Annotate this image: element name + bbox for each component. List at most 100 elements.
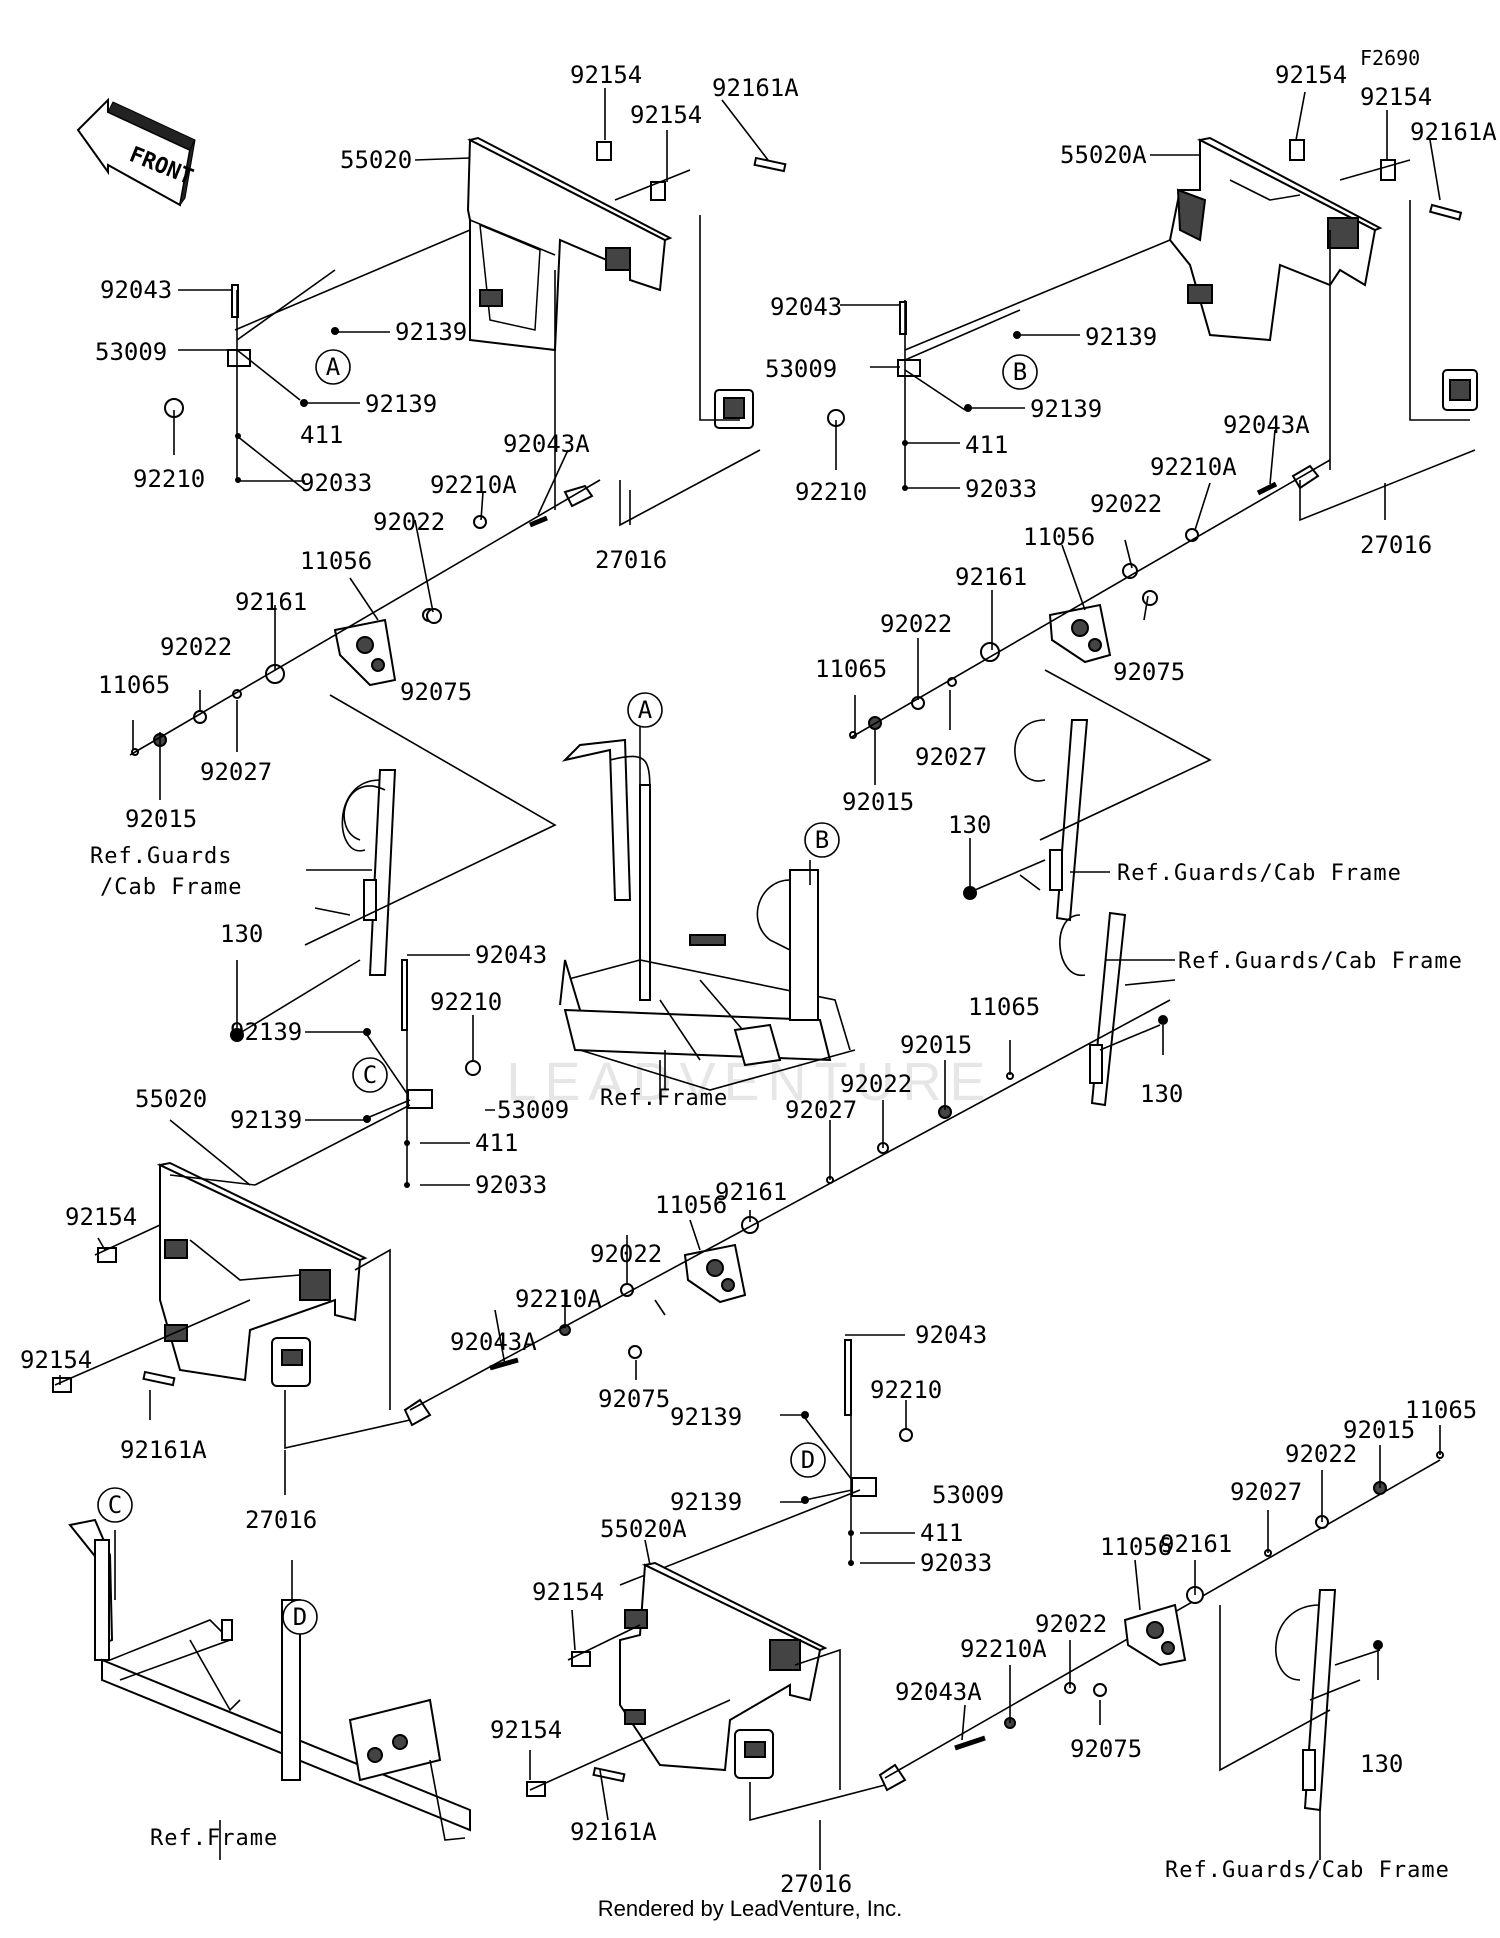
assembly-top-left — [129, 136, 787, 1042]
label-92154: 92154 — [1275, 61, 1347, 89]
callout-A-top-left: A — [315, 349, 351, 385]
label-11056: 11056 — [1100, 1533, 1172, 1561]
label-92161: 92161 — [715, 1178, 787, 1206]
label-92161A: 92161A — [712, 74, 799, 102]
label-92075: 92075 — [1070, 1735, 1142, 1763]
bracket-11056-top-left — [333, 618, 397, 687]
label-92210A: 92210A — [1150, 453, 1237, 481]
label-92043: 92043 — [100, 276, 172, 304]
label-27016: 27016 — [780, 1870, 852, 1898]
label-53009: 53009 — [497, 1096, 569, 1124]
label-55020A: 55020A — [600, 1515, 687, 1543]
label-92154: 92154 — [20, 1346, 92, 1374]
label-92022: 92022 — [880, 610, 952, 638]
assembly-middle-left — [52, 999, 1171, 1449]
bracket-11056-bottom — [1123, 1603, 1187, 1667]
svg-text:C: C — [108, 1491, 122, 1519]
label-92210A: 92210A — [960, 1635, 1047, 1663]
label-92154: 92154 — [65, 1203, 137, 1231]
bracket-27016-top-right — [1291, 369, 1478, 490]
label-92027: 92027 — [200, 758, 272, 786]
callout-C-middle: C — [352, 1057, 388, 1093]
guard-tube-top-right — [1014, 719, 1089, 922]
part-labels: 92154 92154 92161A 55020 92043 53009 921… — [20, 61, 1497, 1898]
label-92210A: 92210A — [430, 471, 517, 499]
label-ref-guards: Ref.Guards — [90, 844, 232, 869]
label-92154: 92154 — [532, 1578, 604, 1606]
label-92043: 92043 — [770, 293, 842, 321]
label-92043A: 92043A — [503, 430, 590, 458]
label-11056: 11056 — [300, 547, 372, 575]
label-53009: 53009 — [765, 355, 837, 383]
label-ref-cab-frame: /Cab Frame — [100, 875, 242, 900]
bracket-27016-bottom — [734, 1729, 907, 1792]
label-92154: 92154 — [490, 1716, 562, 1744]
label-92161: 92161 — [955, 563, 1027, 591]
label-11065: 11065 — [968, 993, 1040, 1021]
label-411: 411 — [965, 431, 1008, 459]
label-92154: 92154 — [1360, 83, 1432, 111]
label-ref-guards-cab-frame: Ref.Guards/Cab Frame — [1178, 949, 1463, 974]
label-27016: 27016 — [595, 546, 667, 574]
label-92043A: 92043A — [1223, 411, 1310, 439]
label-ref-guards-cab-frame: Ref.Guards/Cab Frame — [1117, 861, 1402, 886]
label-11065: 11065 — [98, 671, 170, 699]
svg-text:D: D — [293, 1603, 307, 1631]
label-92161: 92161 — [235, 588, 307, 616]
bracket-11056-middle-left — [683, 1243, 747, 1304]
label-11065: 11065 — [1405, 1396, 1477, 1424]
label-411: 411 — [475, 1129, 518, 1157]
mud-guard-55020-middle-left — [156, 1161, 368, 1382]
label-92022: 92022 — [590, 1240, 662, 1268]
label-92022: 92022 — [1285, 1440, 1357, 1468]
frame-center — [559, 738, 856, 1100]
label-92139: 92139 — [1030, 395, 1102, 423]
label-92161A: 92161A — [120, 1436, 207, 1464]
leader-lines — [59, 88, 1441, 1870]
guard-tube-top-left — [341, 769, 397, 976]
label-92139: 92139 — [1085, 323, 1157, 351]
label-92210: 92210 — [430, 988, 502, 1016]
label-92022: 92022 — [1090, 490, 1162, 518]
label-27016: 27016 — [1360, 531, 1432, 559]
label-92161: 92161 — [1160, 1530, 1232, 1558]
label-92154: 92154 — [570, 61, 642, 89]
label-92154: 92154 — [630, 101, 702, 129]
guard-tube-center-right — [1059, 911, 1127, 1107]
label-11056: 11056 — [1023, 523, 1095, 551]
label-ref-guards-cab-frame: Ref.Guards/Cab Frame — [1165, 1858, 1450, 1883]
label-130: 130 — [1360, 1750, 1403, 1778]
label-92139: 92139 — [395, 318, 467, 346]
svg-text:B: B — [815, 826, 829, 854]
label-130: 130 — [220, 920, 263, 948]
bracket-27016-top-left — [563, 389, 754, 508]
mud-guard-55020A-bottom — [619, 1561, 828, 1772]
label-92043A: 92043A — [895, 1678, 982, 1706]
label-92139: 92139 — [230, 1018, 302, 1046]
callout-B-frame: B — [804, 822, 840, 858]
label-92139: 92139 — [670, 1488, 742, 1516]
label-92139: 92139 — [230, 1106, 302, 1134]
figure-code: F2690 — [1360, 46, 1421, 70]
label-92027: 92027 — [1230, 1478, 1302, 1506]
label-92033: 92033 — [475, 1171, 547, 1199]
label-92027: 92027 — [785, 1096, 857, 1124]
svg-text:A: A — [326, 353, 341, 381]
svg-text:A: A — [638, 696, 653, 724]
callout-B-top-right: B — [1002, 354, 1038, 390]
label-27016: 27016 — [245, 1506, 317, 1534]
footer-credit: Rendered by LeadVenture, Inc. — [597, 1896, 903, 1921]
label-55020: 55020 — [135, 1085, 207, 1113]
label-92161A: 92161A — [1410, 118, 1497, 146]
label-92210: 92210 — [133, 465, 205, 493]
label-92210: 92210 — [870, 1376, 942, 1404]
guard-tube-bottom-right — [1275, 1589, 1337, 1812]
label-92022: 92022 — [373, 508, 445, 536]
svg-text:D: D — [801, 1446, 815, 1474]
label-53009: 53009 — [95, 338, 167, 366]
callout-A-frame: A — [627, 692, 663, 728]
label-92027: 92027 — [915, 743, 987, 771]
label-92043A: 92043A — [450, 1328, 537, 1356]
label-11065: 11065 — [815, 655, 887, 683]
